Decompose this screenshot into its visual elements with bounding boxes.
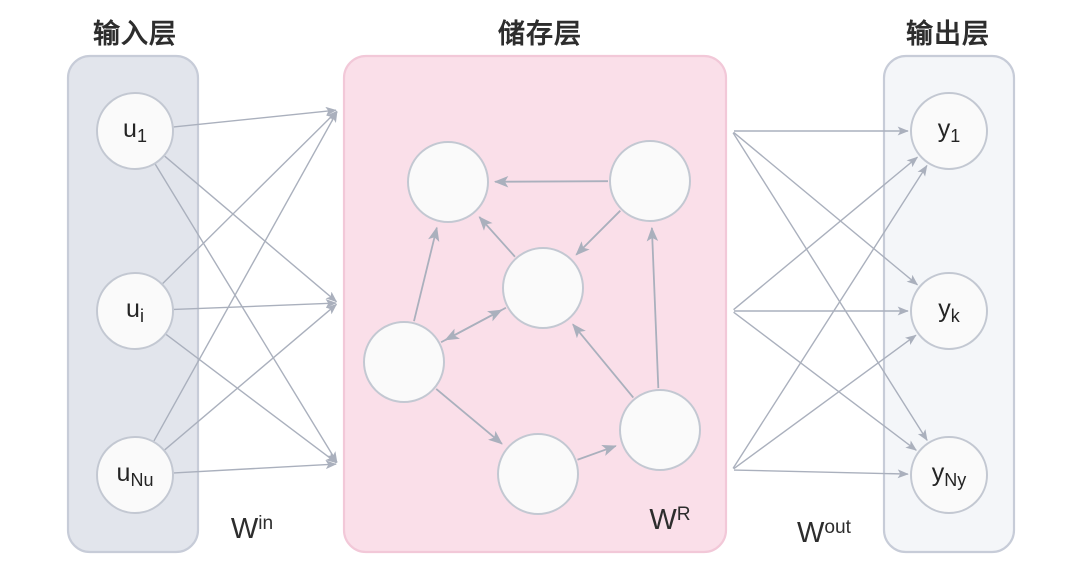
weight-label-superscript: out	[824, 517, 851, 539]
weight-label-superscript: R	[676, 504, 691, 526]
edge-input-0-port-0	[173, 106, 337, 128]
edge-input-0-port-2	[154, 163, 338, 464]
edge-reservoir-r4-r1	[413, 226, 440, 322]
edge-reservoir-r6-r2	[646, 226, 660, 389]
weight-label-wR: WR	[649, 505, 690, 535]
edge-port-1-output-0	[733, 156, 919, 311]
reservoir-node-r6	[619, 389, 701, 471]
edge-reservoir-r4-r5	[435, 388, 503, 445]
panel-title-output: 输出层	[906, 19, 990, 49]
reservoir-node-r4	[363, 321, 445, 403]
layer-nodes	[96, 92, 988, 515]
edge-reservoir-r5-r6	[577, 445, 617, 461]
output-node-yNy	[910, 436, 988, 514]
edge-port-0-output-1	[733, 131, 919, 286]
edge-reservoir-r2-r3	[575, 210, 621, 256]
reservoir-node-r5	[497, 433, 579, 515]
edge-reservoir-r2-r1	[493, 175, 609, 188]
edge-reservoir-r3-r4	[444, 306, 507, 341]
edge-input-1-port-2	[165, 333, 338, 464]
reservoir-node-r1	[407, 141, 489, 223]
input-node-ui	[96, 272, 174, 350]
output-node-y1	[910, 92, 988, 170]
edge-reservoir-r3-r1	[478, 216, 516, 258]
edge-port-1-output-2	[733, 311, 917, 451]
panel-title-input: 输入层	[93, 19, 177, 49]
edge-input-2-port-2	[173, 460, 337, 474]
layer-reservoir-connections	[413, 175, 660, 461]
input-node-u1	[96, 92, 174, 170]
weight-label-base: W	[797, 516, 825, 549]
edge-input-2-port-1	[164, 303, 338, 451]
edge-port-2-output-2	[733, 469, 909, 479]
edge-input-0-port-1	[164, 155, 338, 303]
weight-label-wout: Wout	[797, 518, 851, 548]
edge-port-2-output-1	[733, 334, 917, 470]
panel-title-reservoir: 储存层	[498, 19, 582, 49]
weight-label-win: Win	[231, 514, 273, 544]
edge-reservoir-r6-r3	[572, 323, 634, 399]
input-node-uNu	[96, 436, 174, 514]
weight-label-superscript: in	[258, 513, 274, 535]
edge-port-0-output-2	[732, 132, 928, 442]
reservoir-node-r2	[609, 140, 691, 222]
edge-input-2-port-0	[153, 111, 338, 442]
edge-input-1-port-1	[173, 299, 337, 311]
output-node-yk	[910, 272, 988, 350]
edge-input-1-port-0	[162, 110, 338, 285]
edge-port-2-output-0	[732, 164, 928, 469]
weight-label-base: W	[649, 503, 677, 536]
reservoir-node-r3	[502, 247, 584, 329]
weight-label-base: W	[230, 512, 259, 545]
layer-io-connections	[153, 106, 928, 479]
